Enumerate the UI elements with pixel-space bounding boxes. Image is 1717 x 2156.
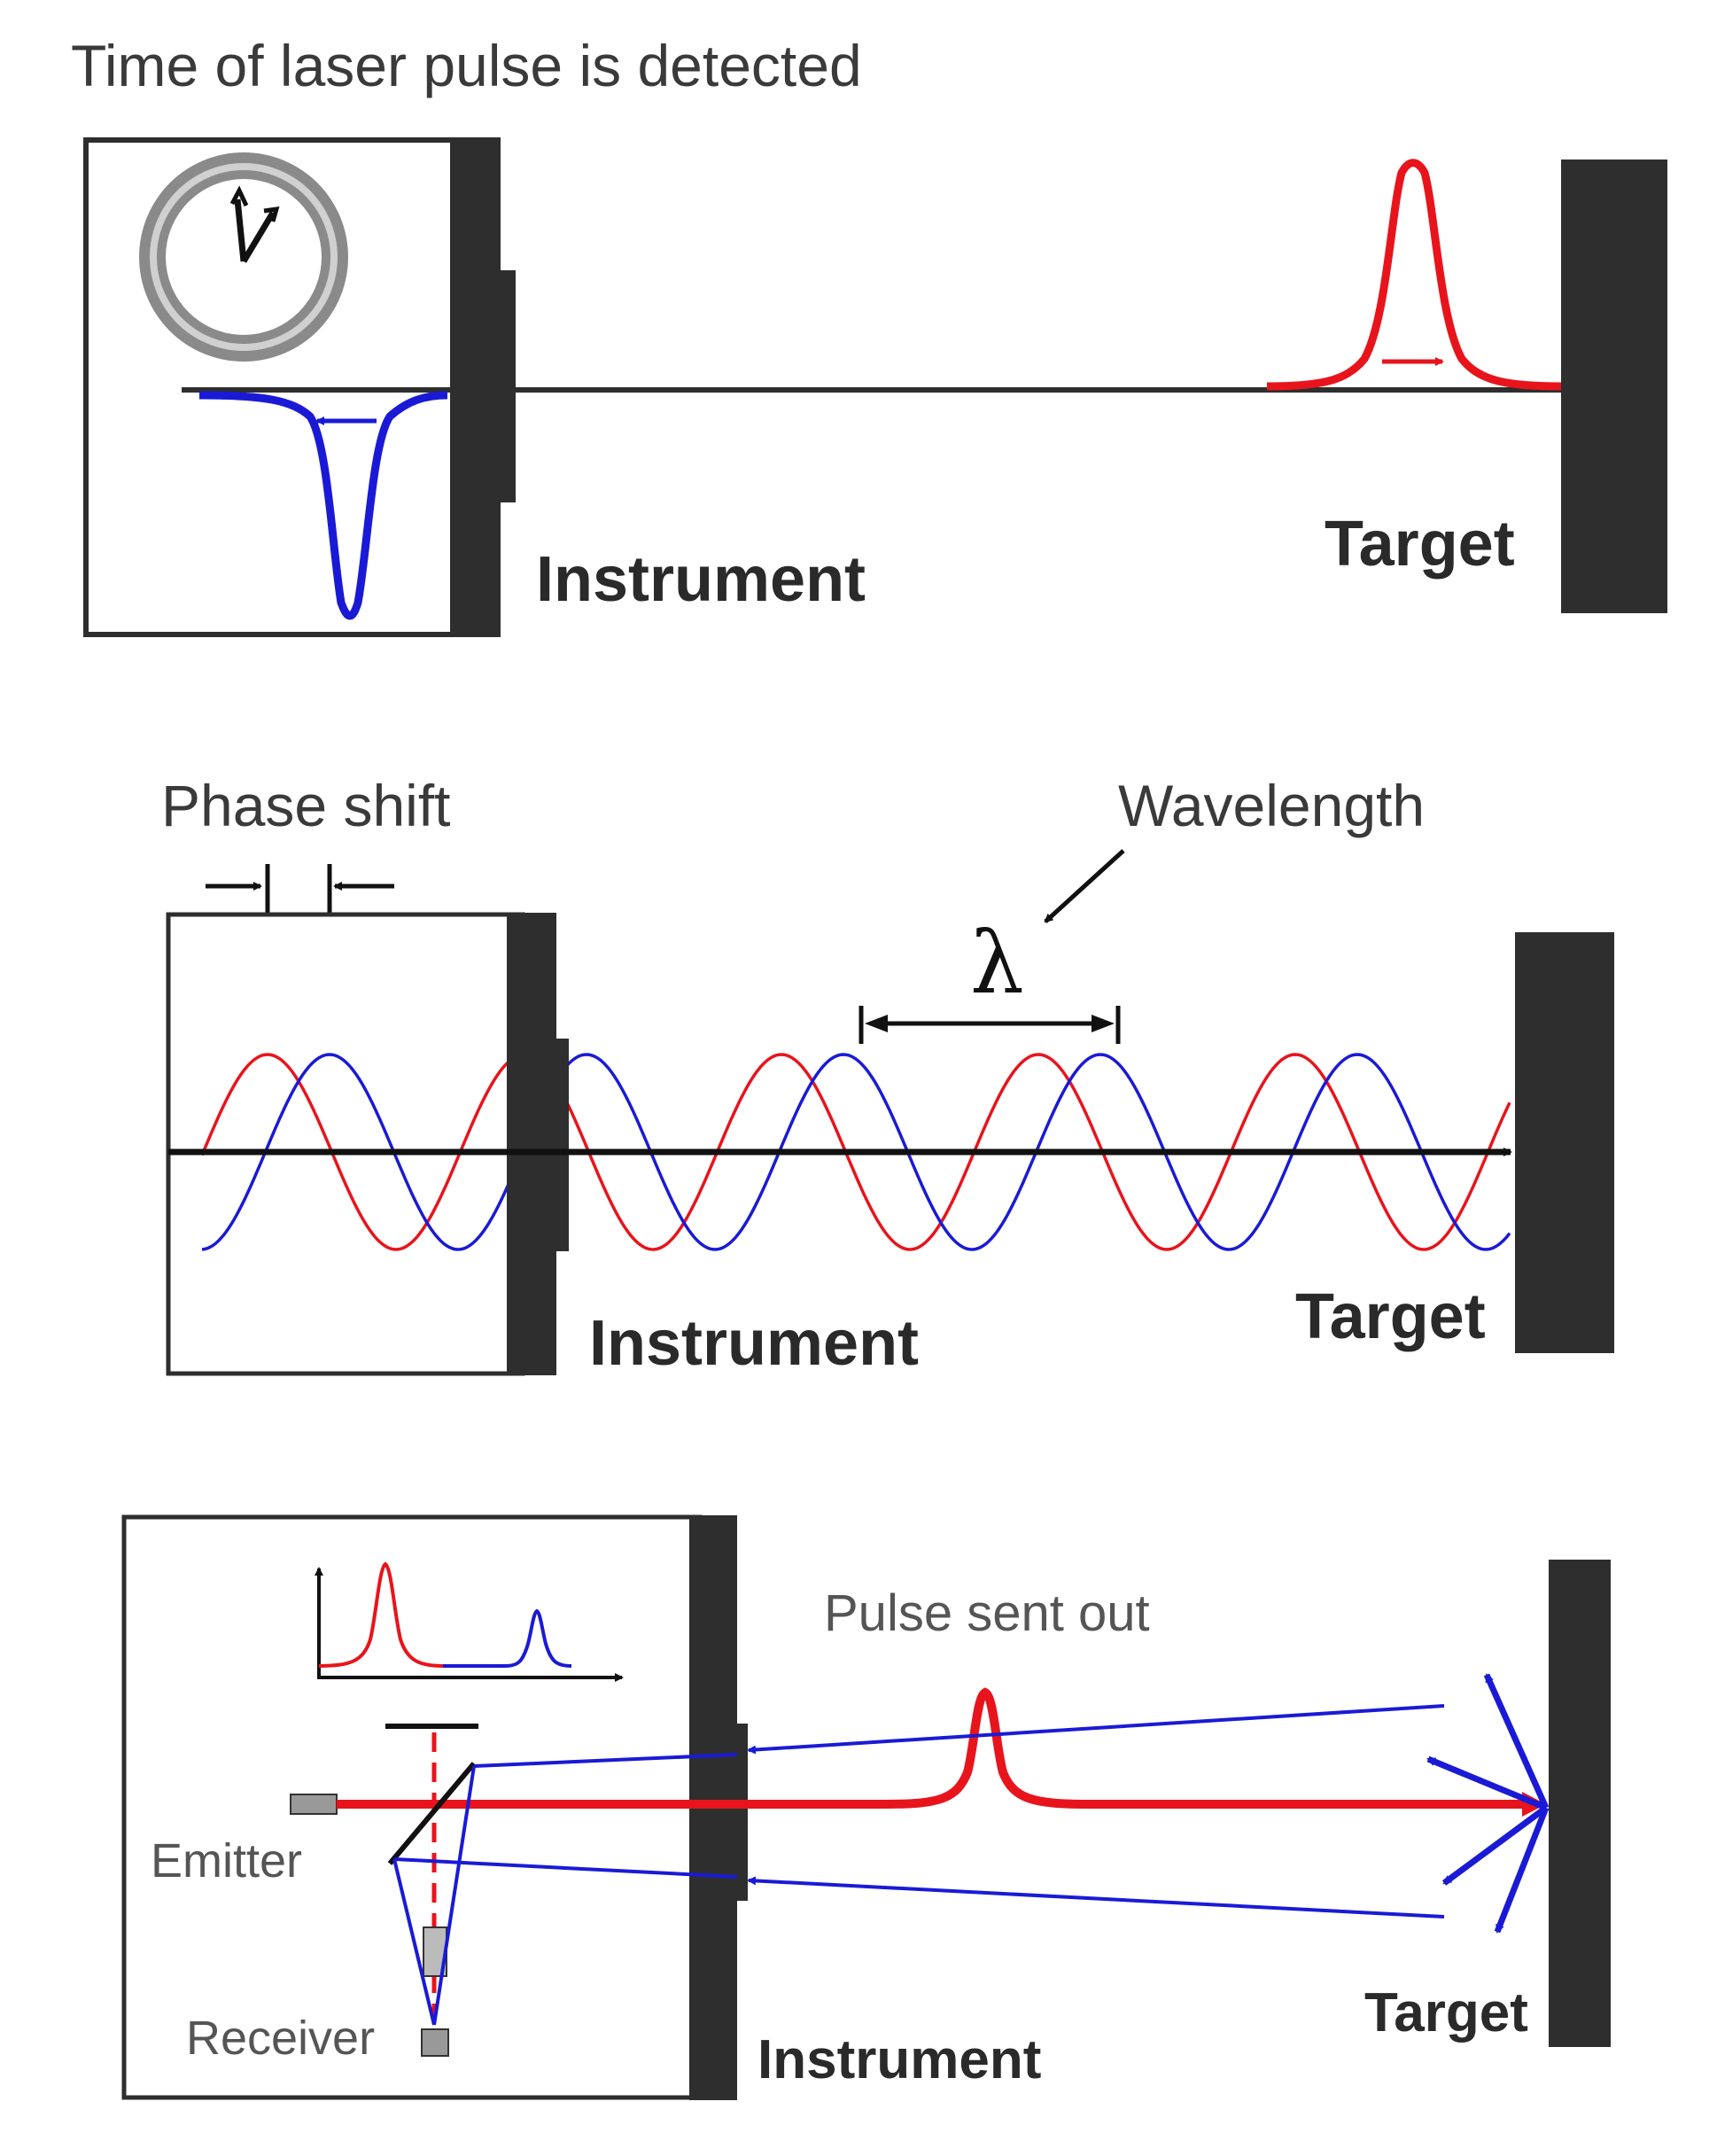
beam-splitter xyxy=(387,1762,477,1865)
instrument-label-1: Instrument xyxy=(536,544,866,615)
scatter-arrows xyxy=(1426,1673,1550,1934)
instrument-wall-2 xyxy=(507,913,556,1375)
signal-plot-icon xyxy=(315,1561,624,1682)
target-wall-2 xyxy=(1515,932,1614,1353)
lambda-arrowhead-left xyxy=(865,1015,888,1032)
returning-pulse-blue xyxy=(198,391,448,620)
pulse-bump xyxy=(885,1687,1537,1809)
lambda-arrowhead-right xyxy=(1092,1015,1115,1032)
instrument-label-2: Instrument xyxy=(589,1308,919,1379)
outgoing-pulse-red xyxy=(1266,159,1565,391)
target-wall-1 xyxy=(1561,160,1667,613)
wavelength-label: Wavelength xyxy=(1118,773,1425,838)
instrument-box-2 xyxy=(166,912,525,1376)
panel-time-of-flight: Time of laser pulse is detected Instrume… xyxy=(71,33,1667,637)
sine-wave-red xyxy=(200,1053,1511,1251)
receiver-icon xyxy=(421,2028,449,2057)
wavelength-pointer xyxy=(1044,849,1125,923)
emitter-label: Emitter xyxy=(151,1834,302,1887)
instrument-label-3: Instrument xyxy=(758,2029,1041,2090)
emitter-icon xyxy=(290,1794,338,1815)
target-label-1: Target xyxy=(1325,509,1515,580)
lambda-symbol: λ xyxy=(970,914,1024,1013)
sine-wave-blue xyxy=(201,1053,1511,1251)
clock-icon xyxy=(139,152,348,362)
instrument-lens-2 xyxy=(551,1039,569,1251)
panel1-title: Time of laser pulse is detected xyxy=(71,33,862,98)
target-wall-3 xyxy=(1549,1560,1611,2047)
phase-shift-label: Phase shift xyxy=(161,773,451,838)
return-rays xyxy=(392,1704,1445,2026)
panel-phase-shift: Phase shift Wavelength λ Instrument Targ… xyxy=(161,773,1614,1379)
target-label-3: Target xyxy=(1364,1982,1528,2043)
instrument-wall-1 xyxy=(450,137,500,635)
instrument-lens-1 xyxy=(496,270,516,502)
target-label-2: Target xyxy=(1295,1281,1486,1352)
receiver-label: Receiver xyxy=(186,2012,375,2065)
instrument-lens-3 xyxy=(734,1724,748,1901)
pulse-sent-out-label: Pulse sent out xyxy=(824,1584,1150,1642)
panel-pulse-optics: Pulse sent out Emitter Receiver Instrume… xyxy=(121,1514,1611,2100)
